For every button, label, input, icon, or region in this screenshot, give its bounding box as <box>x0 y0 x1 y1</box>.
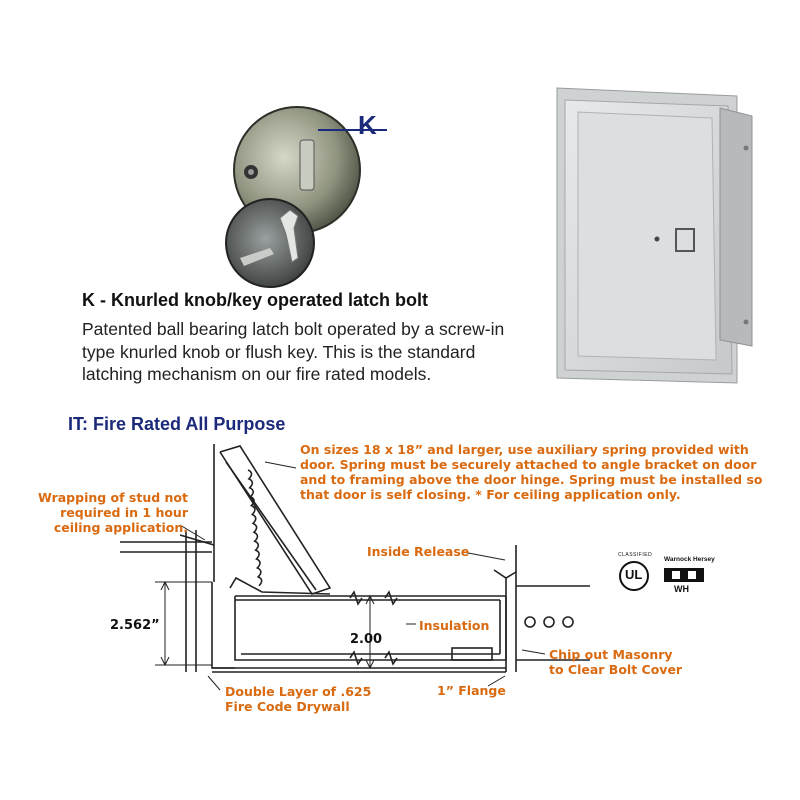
latch-description: Patented ball bearing latch bolt operate… <box>82 319 505 384</box>
ul-logo <box>619 561 649 591</box>
dimension-height-label: 2.562” <box>110 618 160 633</box>
latch-callout-letter: K <box>358 110 377 140</box>
spring-note: On sizes 18 x 18” and larger, use auxili… <box>300 442 763 502</box>
dimension-panel-label: 2.00 <box>350 632 383 647</box>
warnock-hersey-logo <box>664 568 704 582</box>
ul-mark-text: UL <box>625 567 643 582</box>
ul-classified-text: CLASSIFIED <box>618 552 653 558</box>
insulation-label: Insulation <box>419 618 490 633</box>
diagram-title: IT: Fire Rated All Purpose <box>68 414 286 434</box>
key-closeup-photo <box>225 198 315 288</box>
chip-out-masonry-note: Chip out Masonry to Clear Bolt Cover <box>549 647 683 677</box>
drywall-note: Double Layer of .625 Fire Code Drywall <box>225 684 372 714</box>
cross-section-diagram <box>120 444 590 691</box>
warnock-hersey-text: Warnock Hersey <box>664 556 715 563</box>
access-door-photo <box>556 87 753 384</box>
wh-mark-text: WH <box>674 584 689 594</box>
latch-title: K - Knurled knob/key operated latch bolt <box>82 290 429 310</box>
flange-label: 1” Flange <box>437 683 506 698</box>
inside-release-label: Inside Release <box>367 544 470 559</box>
stud-wrapping-note: Wrapping of stud not required in 1 hour … <box>38 490 188 535</box>
